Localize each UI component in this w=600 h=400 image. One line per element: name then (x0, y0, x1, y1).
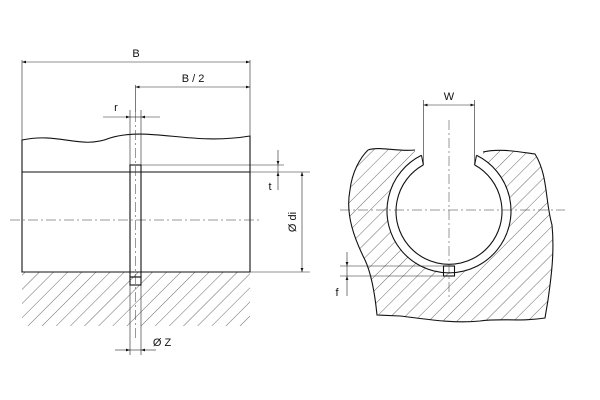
label-z: Ø Z (153, 337, 172, 349)
section-view-right: W f (335, 91, 565, 323)
label-t: t (268, 181, 271, 193)
ring-end-left (420, 155, 424, 166)
housing-outline (348, 148, 554, 323)
housing-hatch (22, 272, 250, 326)
housing-section (348, 148, 553, 322)
label-r: r (114, 102, 118, 114)
label-b: B (132, 48, 139, 60)
label-b-half: B / 2 (182, 73, 205, 85)
bushing-outline (21, 133, 251, 273)
label-f: f (335, 287, 339, 299)
label-w: W (444, 91, 455, 103)
section-view-left: B B / 2 r t Ø di Ø Z (10, 48, 310, 355)
label-di: Ø di (287, 212, 299, 232)
ring-end-right (474, 155, 478, 166)
